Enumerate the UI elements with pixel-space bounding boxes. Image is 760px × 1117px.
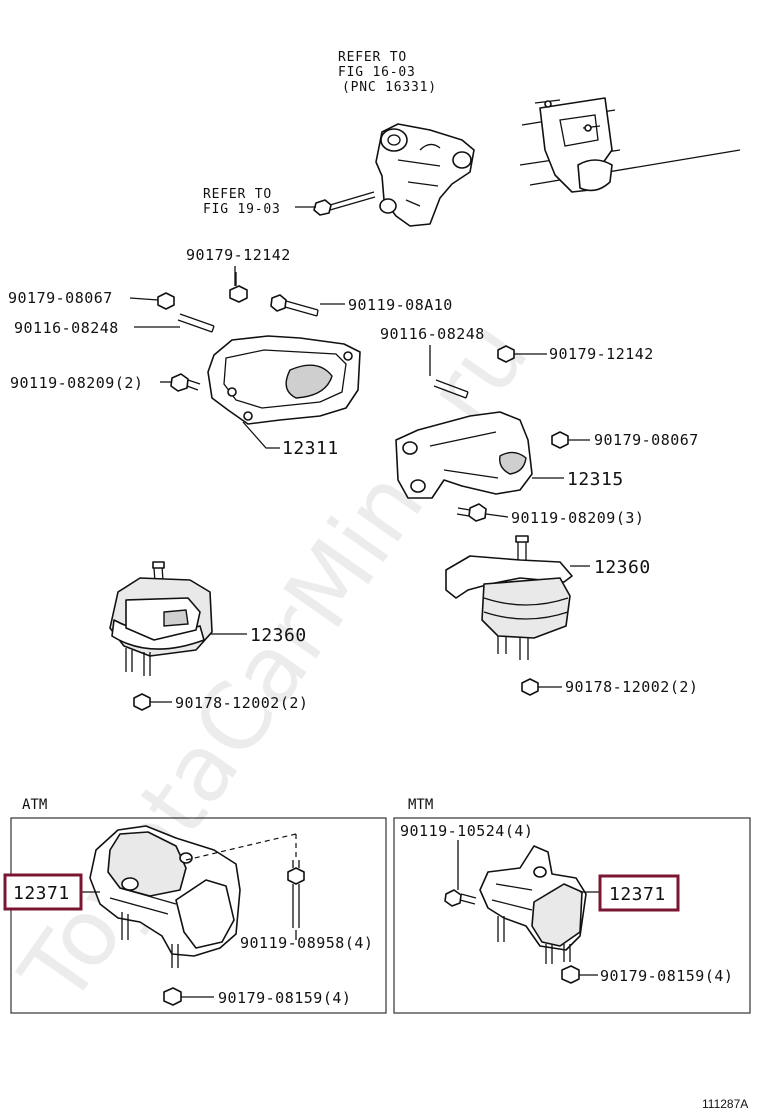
bolt-90119-08209-a-illustration [170,373,201,392]
label-90119-08A10: 90119-08A10 [348,296,453,314]
refer-fig-19-03-line1: REFER TO [203,187,272,202]
label-90119-08209-3: 90119-08209(3) [511,509,644,527]
transmission-mount-atm-illustration [89,825,297,968]
label-90119-10524: 90119-10524(4) [400,822,533,840]
transmission-mount-mtm-illustration [479,845,587,964]
bolt-90119-08209-b-illustration [456,503,487,522]
highlight-12371-atm [3,873,83,911]
bolt-90119-10524-illustration [444,889,477,907]
section-box-atm [10,817,387,1014]
label-12371-atm[interactable]: 12371 [13,883,70,904]
label-12360-b: 12360 [594,557,651,578]
label-90179-12142-a: 90179-12142 [186,246,291,264]
stud-90116-08248-b-illustration [433,379,469,399]
label-12360-a: 12360 [250,625,307,646]
nut-90179-08159-atm-illustration [163,987,182,1006]
label-90179-08067-a: 90179-08067 [8,289,113,307]
nut-90179-12142-illustration [229,272,248,303]
label-90119-08209-2: 90119-08209(2) [10,374,143,392]
label-90178-12002-a: 90178-12002(2) [175,694,308,712]
section-title-atm: ATM [22,797,47,813]
mount-12360-right-illustration [445,535,573,660]
label-12371-mtm[interactable]: 12371 [609,884,666,905]
nut-90179-08159-mtm-illustration [561,965,580,984]
label-90179-08159-atm: 90179-08159(4) [218,989,351,1007]
refer-fig-16-03-line1: REFER TO [338,50,407,65]
refer-fig-16-03-line2: FIG 16-03 [338,65,416,80]
nut-90178-12002-b-illustration [521,678,539,696]
nut-90179-08067-illustration [157,292,175,310]
label-90179-08067-b: 90179-08067 [594,431,699,449]
label-12315: 12315 [567,469,624,490]
bracket-12311-illustration [207,335,361,425]
pump-bracket-illustration [375,123,475,227]
label-90178-12002-b: 90178-12002(2) [565,678,698,696]
nut-90178-12002-a-illustration [133,693,151,711]
bolt-90119-08A10-illustration [270,294,319,317]
refer-fig-16-03-line3: (PNC 16331) [342,80,437,95]
bolt-90119-08958-illustration [287,834,305,928]
label-90116-08248-a: 90116-08248 [14,319,119,337]
mount-12360-left-illustration [109,561,213,676]
engine-block-corner-illustration [519,97,741,193]
highlight-12371-mtm [598,874,680,912]
label-90116-08248-b: 90116-08248 [380,325,485,343]
nut-90179-08067-b-illustration [551,431,569,449]
label-90119-08958: 90119-08958(4) [240,934,373,952]
stud-90116-08248-a-illustration [177,313,215,333]
refer-fig-19-03-line2: FIG 19-03 [203,202,281,217]
pump-bolt-illustration [313,191,376,216]
label-12311: 12311 [282,438,339,459]
figure-number: 111287A [702,1097,748,1111]
label-90179-12142-b: 90179-12142 [549,345,654,363]
section-title-mtm: MTM [408,797,433,813]
leader-lines [129,206,590,703]
label-90179-08159-mtm: 90179-08159(4) [600,967,733,985]
bracket-12315-illustration [395,411,533,499]
nut-90179-12142-b-illustration [497,345,515,363]
section-box-mtm [393,817,751,1014]
